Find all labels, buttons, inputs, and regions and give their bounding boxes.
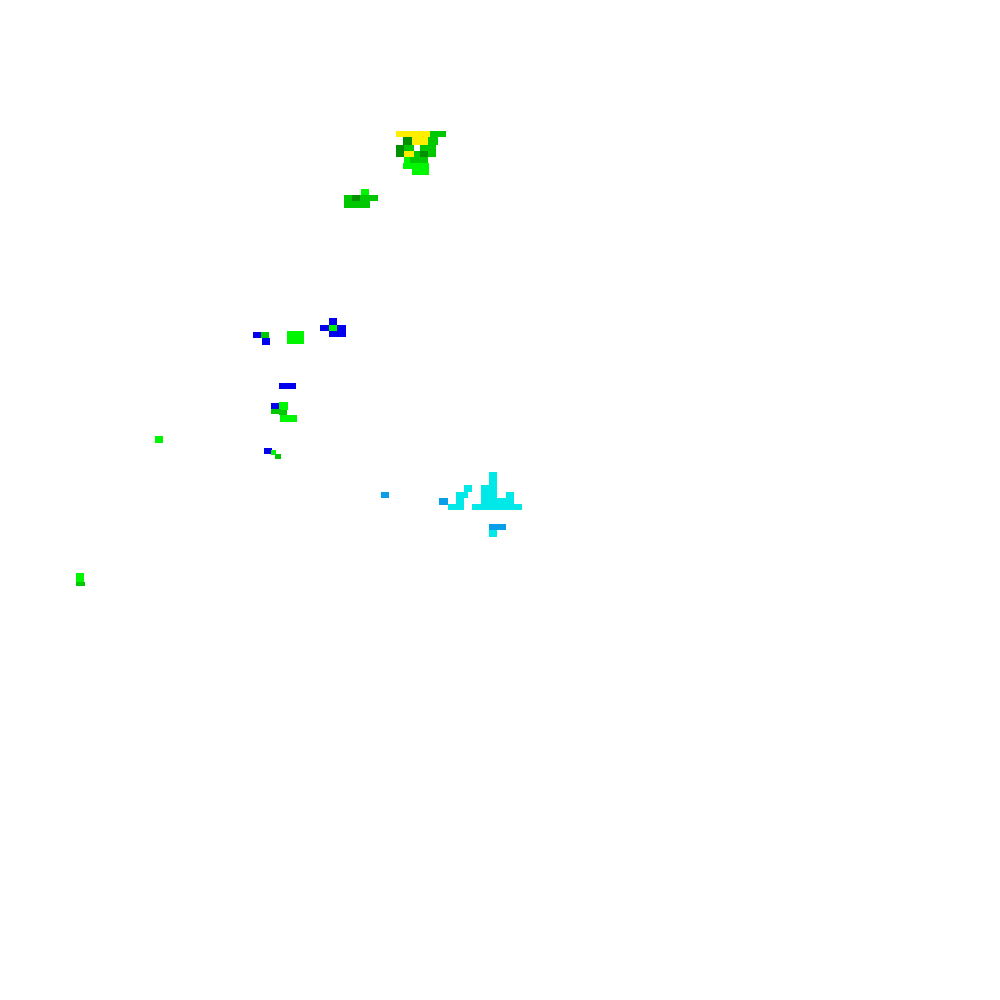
west-echo-cell	[271, 409, 281, 414]
cyan-cluster-cell	[472, 504, 522, 510]
west-echo-cell	[329, 318, 337, 325]
north-cluster-cell	[412, 137, 418, 145]
light-echo-cell	[439, 498, 448, 505]
north-cluster-cell	[396, 131, 418, 137]
north-cluster-cell	[430, 131, 446, 137]
small-green-patch-cell	[344, 195, 354, 208]
north-cluster-cell	[396, 145, 404, 157]
west-echo-cell	[329, 325, 337, 331]
west-echo-cell	[271, 450, 276, 455]
west-echo-cell	[264, 448, 272, 454]
west-echo-cell	[280, 415, 297, 422]
west-echo-cell	[275, 454, 281, 459]
cyan-cluster-cell	[464, 485, 472, 492]
cyan-cluster-cell	[456, 492, 468, 498]
west-echo-cell	[261, 332, 269, 338]
north-cluster-cell	[420, 151, 428, 157]
west-echo-cell	[287, 331, 304, 344]
cyan-cluster-cell	[448, 504, 464, 510]
west-echo-cell	[320, 325, 329, 331]
small-green-patch-cell	[361, 189, 369, 195]
north-cluster-cell	[403, 163, 412, 169]
north-cluster-cell	[418, 131, 430, 137]
north-cluster-cell	[418, 137, 430, 145]
west-echo-cell	[271, 403, 279, 410]
west-echo-cell	[279, 383, 296, 389]
north-cluster-cell	[404, 157, 414, 163]
small-green-patch-cell	[352, 195, 360, 201]
cyan-cluster-cell	[481, 485, 497, 498]
west-echo-cell	[279, 410, 287, 415]
north-cluster-cell	[403, 137, 412, 145]
west-echo-cell	[279, 402, 288, 410]
light-echo-cell	[489, 524, 506, 530]
west-echo-cell	[76, 582, 85, 586]
north-cluster-cell	[412, 163, 429, 175]
north-cluster-cell	[404, 145, 414, 151]
west-echo-cell	[262, 338, 270, 345]
cyan-cluster-cell	[456, 498, 464, 504]
west-echo-cell	[253, 332, 261, 338]
north-cluster-cell	[414, 151, 420, 157]
cyan-cluster-cell	[506, 492, 514, 498]
north-cluster-cell	[404, 151, 420, 157]
west-echo-cell	[329, 331, 337, 337]
north-cluster-cell	[410, 157, 428, 163]
small-green-patch-cell	[352, 201, 370, 208]
small-green-patch-cell	[360, 195, 378, 201]
west-echo-cell	[76, 573, 84, 586]
cyan-cluster-cell	[481, 498, 514, 504]
light-echo-cell	[489, 530, 497, 537]
light-echo-cell	[381, 492, 389, 498]
west-echo-cell	[337, 325, 346, 337]
west-echo-cell	[155, 436, 163, 443]
north-cluster-cell	[428, 137, 438, 145]
cyan-cluster-cell	[489, 472, 497, 485]
